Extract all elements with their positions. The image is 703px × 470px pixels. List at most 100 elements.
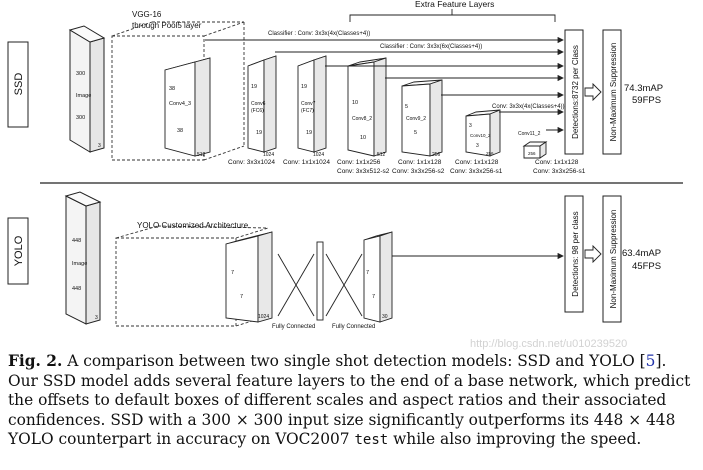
extra-layers-bracket <box>349 9 556 22</box>
ssd-map: 74.3mAP <box>624 83 663 94</box>
classifier-label-1: Classifier : Conv: 3x3x(4x(Classes+4)) <box>268 31 370 37</box>
yolo-block1-dim-w: 7 <box>231 270 234 276</box>
conv7-name-2: (FC7) <box>301 108 314 114</box>
extra-layers-label: Extra Feature Layers <box>415 0 494 9</box>
yolo-fc-layer <box>316 241 324 321</box>
yolo-detections-label: Detections: 98 per class <box>571 211 580 296</box>
yolo-fps: 45FPS <box>632 261 661 272</box>
ssd-side-box <box>7 41 29 128</box>
ssd-image-dim-c: 3 <box>98 143 101 149</box>
conv4-3-dim-h: 38 <box>177 128 183 134</box>
conv-label-conv9-a: Conv: 1x1x128 <box>398 159 442 166</box>
conv4-3-dim-c: 512 <box>197 152 206 158</box>
conv7-dim-h: 19 <box>306 130 312 136</box>
conv-label-conv11-a: Conv: 1x1x128 <box>535 159 579 166</box>
conv7-dim-w: 19 <box>301 84 307 90</box>
yolo-block2-dim-w: 7 <box>366 270 369 276</box>
conv8-2-dim-w: 10 <box>352 100 358 106</box>
conv11-2-dim-c: 256 <box>528 151 536 156</box>
watermark: http://blog.csdn.net/u010239520 <box>470 338 627 350</box>
conv-label-conv10-a: Conv: 1x1x128 <box>455 159 499 166</box>
ssd-vgg-base-network <box>111 21 245 161</box>
conv4-3-name: Conv4_3 <box>169 101 191 107</box>
conv-label-conv10-b: Conv: 3x3x256-s1 <box>450 168 503 175</box>
conv-label-conv6: Conv: 3x3x1024 <box>228 159 275 166</box>
ssd-conv7-block <box>297 55 327 153</box>
architecture-diagram: SSD 300 Image 300 3 VGG-16 through Pool5… <box>7 0 683 350</box>
caption-text-2: ]. Our SSD model adds several feature la… <box>8 352 691 449</box>
conv9-2-dim-w: 5 <box>405 104 408 110</box>
yolo-image-dim-h: 448 <box>72 286 81 292</box>
ssd-conv8-2-block <box>347 57 387 157</box>
yolo-fc-label-2: Fully Connected <box>332 324 375 330</box>
yolo-block1-dim-c: 1024 <box>258 314 269 320</box>
yolo-arrow-icon <box>584 244 602 264</box>
figure-caption: Fig. 2. A comparison between two single … <box>8 352 698 451</box>
ssd-vgg-label-1: VGG-16 <box>132 10 162 19</box>
ssd-image-dim-w: 300 <box>76 71 85 77</box>
ssd-side-label: SSD <box>13 73 25 96</box>
yolo-side-label: YOLO <box>13 235 25 266</box>
conv9-2-name: Conv9_2 <box>406 116 426 122</box>
ssd-vgg-label-2: through Pool5 layer <box>132 21 202 30</box>
ssd-conv10-2-block <box>465 109 501 157</box>
conv8-2-name: Conv8_2 <box>352 116 372 122</box>
conv6-name-2: (FC6) <box>251 108 264 114</box>
conv-label-conv9-b: Conv: 3x3x256-s2 <box>392 168 445 175</box>
yolo-map: 63.4mAP <box>622 248 661 259</box>
ssd-conv11-2-block <box>522 141 548 159</box>
conv10-2-dim-w: 3 <box>469 123 472 129</box>
yolo-block-1 <box>225 231 273 323</box>
ssd-nms-label: Non-Maximum Suppression <box>609 43 618 142</box>
yolo-arch-label: YOLO Customized Architecture <box>137 221 249 230</box>
conv8-2-dim-h: 10 <box>360 135 366 141</box>
conv10-2-dim-h: 3 <box>476 143 479 149</box>
yolo-image-dim-c: 3 <box>95 315 98 321</box>
yolo-fc-label-1: Fully Connected <box>272 324 315 330</box>
ssd-image-label: Image <box>76 93 91 99</box>
ssd-nms-box <box>602 29 622 155</box>
yolo-fc-connections <box>277 253 363 317</box>
yolo-nms-label: Non-Maximum Suppression <box>609 210 618 309</box>
yolo-image-dim-w: 448 <box>72 238 81 244</box>
conv10-2-dim-c: 256 <box>486 151 494 156</box>
conv10-2-name: Conv10_2 <box>470 133 491 138</box>
conv6-dim-c: 1024 <box>263 152 274 158</box>
yolo-input-image <box>64 191 102 325</box>
conv7-dim-c: 1024 <box>313 152 324 158</box>
caption-text-1: A comparison between two single shot det… <box>62 352 646 370</box>
conv-label-conv11-b: Conv: 3x3x256-s1 <box>533 168 586 175</box>
caption-fig-label: Fig. 2. <box>8 352 63 370</box>
conv6-dim-w: 19 <box>251 84 257 90</box>
caption-reference-link[interactable]: 5 <box>645 352 656 370</box>
ssd-classifier-arrows <box>205 36 564 134</box>
conv6-name-1: Conv6 <box>251 101 266 107</box>
conv9-2-dim-c: 256 <box>432 152 441 158</box>
conv4-3-dim-w: 38 <box>169 86 175 92</box>
conv6-dim-h: 19 <box>256 130 262 136</box>
ssd-detections-box <box>564 29 584 155</box>
caption-text-3: while also improving the speed. <box>388 430 642 449</box>
ssd-conv6-block <box>247 55 277 153</box>
ssd-fps: 59FPS <box>632 95 661 106</box>
conv-label-conv7: Conv: 1x1x1024 <box>283 159 330 166</box>
ssd-arrow-icon <box>584 82 602 102</box>
caption-code: test <box>354 432 389 449</box>
conv9-2-dim-h: 5 <box>414 130 417 136</box>
ssd-input-image <box>68 25 106 153</box>
ssd-image-dim-h: 300 <box>76 115 85 121</box>
conv-label-conv8-b: Conv: 3x3x512-s2 <box>337 168 390 175</box>
classifier-label-2: Classifier : Conv: 3x3x(6x(Classes+4)) <box>380 44 482 50</box>
ssd-conv4-3-block <box>164 57 211 157</box>
yolo-image-label: Image <box>72 261 87 267</box>
yolo-nms-box <box>602 195 622 323</box>
yolo-block1-dim-h: 7 <box>240 294 243 300</box>
yolo-block2-dim-c: 30 <box>382 314 388 320</box>
conv11-2-name: Conv11_2 <box>518 131 541 137</box>
yolo-side-box <box>7 217 29 285</box>
classifier-label-3: Conv: 3x3x(4x(Classes+4)) <box>492 104 565 110</box>
yolo-block2-dim-h: 7 <box>372 294 375 300</box>
yolo-block-2 <box>363 231 393 323</box>
conv8-2-dim-c: 512 <box>377 152 386 158</box>
